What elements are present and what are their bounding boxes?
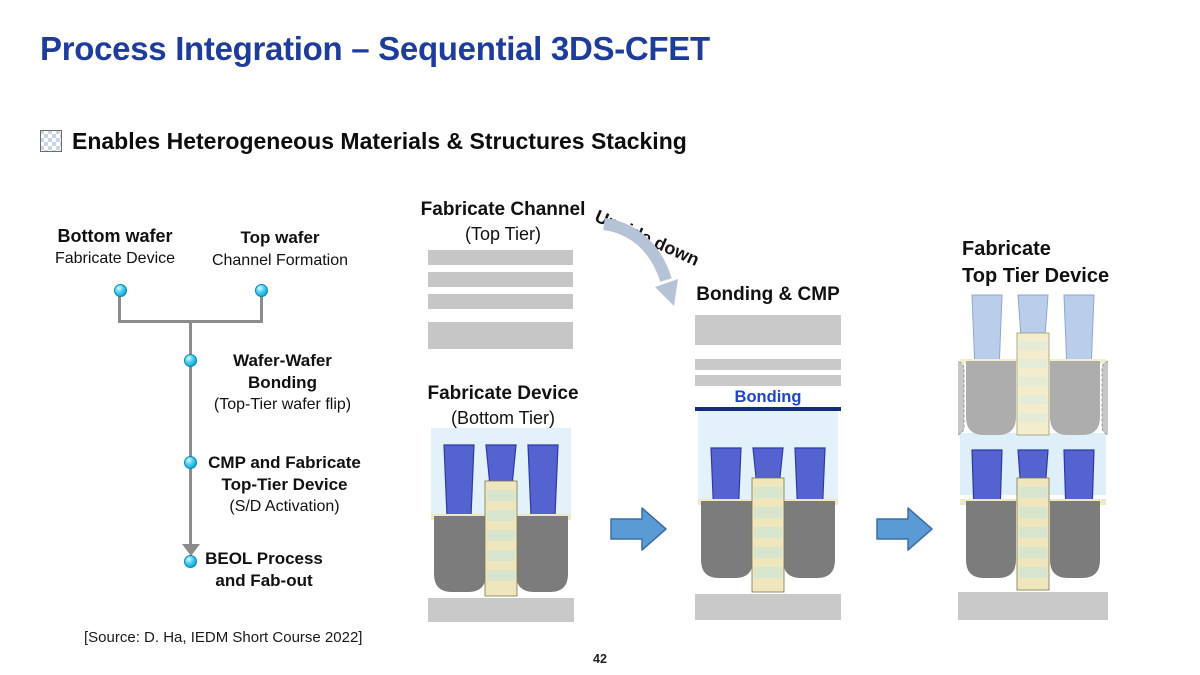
sd-epi-blob — [1050, 501, 1100, 578]
checkered-bullet-icon — [40, 130, 62, 152]
flow-arrowhead — [182, 544, 200, 556]
section-heading: Enables Heterogeneous Materials & Struct… — [72, 128, 687, 154]
channel-wafer-layer — [428, 294, 573, 309]
source-citation: [Source: D. Ha, IEDM Short Course 2022] — [84, 629, 363, 646]
stacked-cfet-device-diagram — [958, 294, 1108, 620]
upside-down-curved-arrow — [602, 218, 678, 306]
bottom-wafer-title: Bottom wafer — [57, 226, 173, 246]
flow-main-line — [189, 320, 192, 546]
flow-step-title: BEOL Process and Fab-out — [205, 549, 323, 590]
flow-node-dot — [184, 555, 197, 568]
flow-node-dot — [255, 284, 268, 297]
flipped-wafer-substrate — [695, 315, 841, 345]
stage-channel-label: Fabricate Channel (Top Tier) — [418, 198, 588, 246]
top-wafer-subtitle: Channel Formation — [211, 252, 349, 269]
edge-sd-blob — [1101, 360, 1108, 436]
edge-sd-blob — [958, 360, 965, 436]
page-number: 42 — [593, 652, 607, 666]
bonding-interface-label: Bonding — [734, 388, 802, 406]
stage-channel-title: Fabricate Channel — [420, 199, 586, 220]
top-wafer-title: Top wafer — [240, 228, 320, 247]
next-stage-arrow — [876, 507, 933, 551]
flow-step-cmp: CMP and Fabricate Top-Tier Device (S/D A… — [197, 452, 372, 517]
gate-trapezoid — [485, 444, 517, 487]
nanosheet-stack — [1016, 477, 1050, 591]
sd-epi-blob — [701, 501, 753, 578]
flow-step-subtitle: (S/D Activation) — [229, 498, 340, 515]
next-stage-arrow — [610, 507, 667, 551]
top-wafer-label: Top wafer Channel Formation — [200, 226, 360, 272]
nanosheet-stack — [751, 477, 785, 593]
connector-line-right — [260, 290, 263, 322]
page-title: Process Integration – Sequential 3DS-CFE… — [40, 30, 710, 67]
flow-node-dot — [114, 284, 127, 297]
bottom-wafer-subtitle: Fabricate Device — [54, 250, 176, 267]
flow-step-bonding: Wafer-Wafer Bonding (Top-Tier wafer flip… — [200, 350, 365, 415]
nanosheet-stack — [484, 480, 518, 597]
stage-channel-subtitle: (Top Tier) — [464, 224, 542, 244]
flow-step-beol: BEOL Process and Fab-out — [198, 548, 330, 592]
flipped-wafer-layer — [695, 359, 841, 370]
sd-epi-blob — [434, 516, 486, 592]
sd-epi-blob — [783, 501, 835, 578]
bonding-interface-line — [695, 407, 841, 411]
stage-final-title-line1: Fabricate — [962, 238, 1051, 260]
stage-final-title-line2: Top Tier Device — [962, 265, 1110, 287]
bottom-wafer-label: Bottom wafer Fabricate Device — [40, 224, 190, 270]
flipped-wafer-layer — [695, 375, 841, 386]
bonded-device-diagram — [695, 315, 841, 620]
sd-epi-blob — [516, 516, 568, 592]
channel-wafer-layer — [428, 250, 573, 265]
bottom-tier-device-diagram — [428, 428, 574, 622]
flow-step-subtitle: (Top-Tier wafer flip) — [213, 396, 352, 413]
connector-line-left — [118, 290, 121, 322]
top-gate-trapezoid — [1017, 294, 1049, 338]
channel-wafer-substrate — [428, 322, 573, 349]
substrate-bar — [958, 592, 1108, 620]
substrate-bar — [428, 598, 574, 622]
flow-step-title: CMP and Fabricate Top-Tier Device — [208, 453, 361, 494]
flow-node-dot — [184, 456, 197, 469]
top-sd-epi-blob — [1050, 361, 1100, 435]
flow-node-dot — [184, 354, 197, 367]
top-sd-epi-blob — [966, 361, 1016, 435]
flow-step-title: Wafer-Wafer Bonding — [233, 351, 332, 392]
stage-bonding-cmp-title: Bonding & CMP — [696, 284, 840, 305]
top-nanosheet-stack — [1016, 332, 1050, 436]
stage-bottom-device-label: Fabricate Device (Bottom Tier) — [418, 382, 588, 430]
stage-bottom-device-subtitle: (Bottom Tier) — [450, 408, 556, 428]
sd-epi-blob — [966, 501, 1016, 578]
channel-wafer-layer — [428, 272, 573, 287]
stage-final-label: Fabricate Top Tier Device — [962, 236, 1142, 290]
substrate-bar — [695, 594, 841, 620]
stage-bottom-device-title: Fabricate Device — [427, 383, 579, 404]
